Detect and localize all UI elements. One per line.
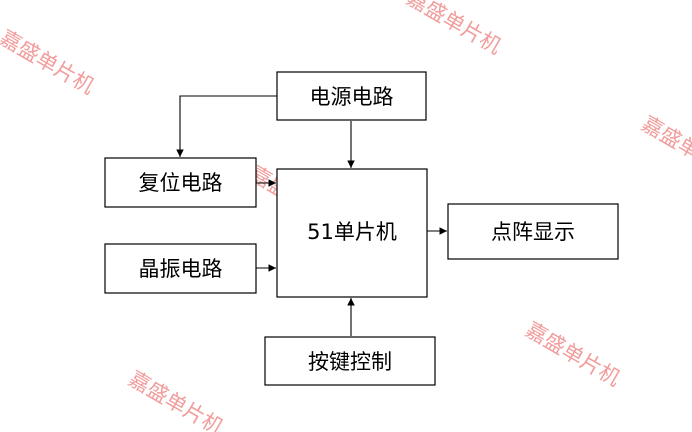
- watermark: 嘉盛单片机: [403, 0, 506, 59]
- crystal-circuit-label: 晶振电路: [139, 257, 223, 281]
- key-control-label: 按键控制: [308, 350, 392, 374]
- power-circuit-label: 电源电路: [310, 85, 394, 109]
- reset-circuit-label: 复位电路: [139, 171, 223, 195]
- mcu-block: 51单片机: [276, 168, 428, 298]
- dot-matrix-display-block: 点阵显示: [447, 203, 619, 260]
- power-to-reset-connector: [176, 95, 277, 157]
- reset-circuit-block: 复位电路: [104, 157, 257, 208]
- power-circuit-block: 电源电路: [276, 71, 427, 121]
- watermark: 嘉盛单片机: [638, 112, 692, 185]
- key-control-block: 按键控制: [264, 336, 436, 386]
- dot-matrix-display-label: 点阵显示: [491, 220, 575, 244]
- watermark: 嘉盛单片机: [125, 367, 228, 432]
- watermark: 嘉盛单片机: [522, 318, 625, 391]
- watermark: 嘉盛单片机: [0, 26, 98, 99]
- crystal-circuit-block: 晶振电路: [104, 243, 257, 294]
- mcu-label: 51单片机: [307, 220, 397, 244]
